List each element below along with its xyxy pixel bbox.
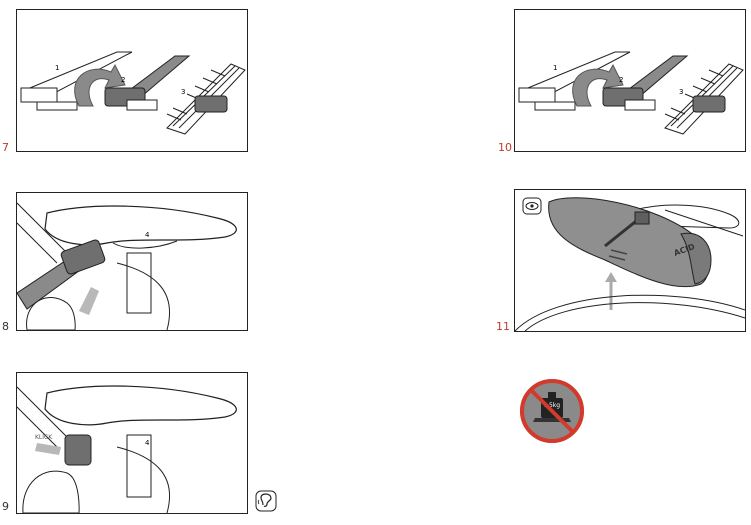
step-11-panel: ACID <box>514 189 746 332</box>
step-number-11: 11 <box>496 320 510 333</box>
step-number-10: 10 <box>498 141 512 154</box>
step-10-label-1: 1 <box>553 64 557 72</box>
step-7-label-2: 2 <box>121 76 125 84</box>
eye-icon <box>522 197 542 215</box>
ear-icon <box>255 490 277 512</box>
strap-threading-illustration-repeat: 1 2 3 <box>518 51 744 135</box>
weight-limit-label: >5kg <box>544 402 560 409</box>
step-9-klick-label: KLICK <box>35 434 53 441</box>
step-7-panel: 1 2 3 <box>16 9 248 152</box>
buckle-click-illustration: KLICK 4 <box>17 385 237 513</box>
step-8-label-4: 4 <box>145 231 150 239</box>
step-10-label-2: 2 <box>619 76 623 84</box>
step-9-panel: KLICK 4 <box>16 372 248 514</box>
step-10-panel: 1 2 3 <box>514 9 746 152</box>
strap-threading-illustration: 1 2 3 <box>20 51 246 135</box>
buckle-connect-illustration: 4 <box>17 202 237 330</box>
step-7-label-3: 3 <box>181 88 185 96</box>
step-8-panel: 4 <box>16 192 248 331</box>
step-7-label-1: 1 <box>55 64 59 72</box>
step-10-label-3: 3 <box>679 88 683 96</box>
step-9-label-4: 4 <box>145 439 150 447</box>
step-number-8: 8 <box>2 320 9 333</box>
step-number-7: 7 <box>2 141 9 154</box>
mounted-saddle-bag-illustration: ACID <box>515 197 745 331</box>
step-number-9: 9 <box>2 500 9 513</box>
max-weight-warning: >5kg <box>517 376 587 446</box>
